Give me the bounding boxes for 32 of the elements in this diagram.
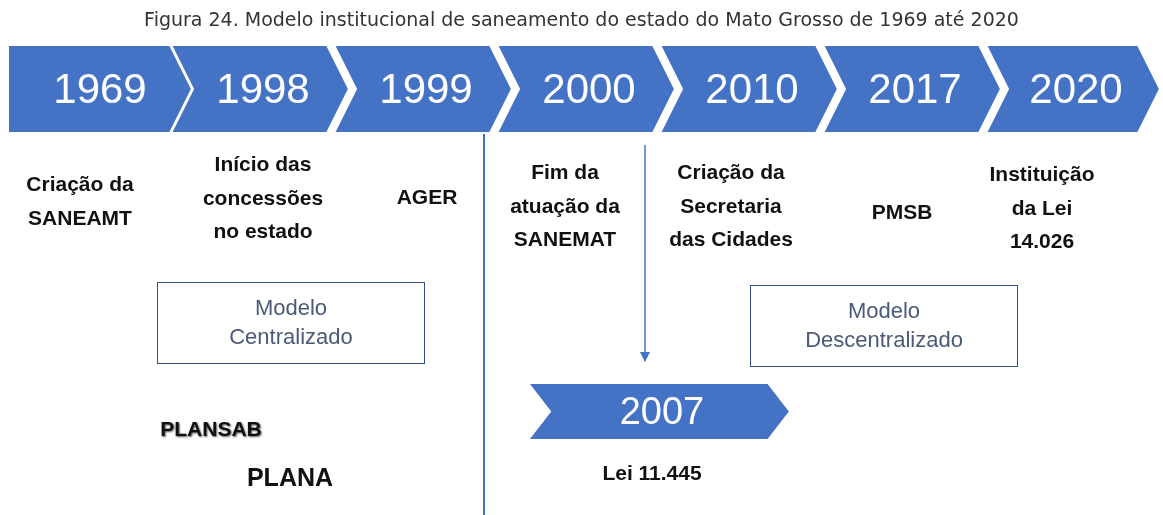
year-label: 2017 — [868, 65, 962, 113]
event-label: Instituição da Lei 14.026 — [988, 161, 1096, 255]
plan-label: Lei 11.445 — [602, 460, 702, 486]
timeline-step — [497, 45, 675, 133]
timeline-step — [660, 45, 838, 133]
timeline-step — [171, 45, 349, 133]
plan-label: PLANSAB — [160, 416, 262, 442]
model-label: Modelo Centralizado — [228, 294, 354, 351]
event-label: Início das concessões no estado — [201, 151, 325, 245]
year-label: 1969 — [53, 65, 147, 113]
model-label: Modelo Descentralizado — [804, 297, 964, 354]
event-label: AGER — [395, 184, 459, 210]
event-label: PMSB — [870, 199, 934, 225]
year-label: 2020 — [1029, 65, 1123, 113]
year-label: 2007 — [619, 390, 705, 433]
timeline-step — [823, 45, 1001, 133]
arrow — [639, 144, 651, 363]
year-label: 2000 — [542, 65, 636, 113]
event-label: Criação da SANEAMT — [25, 171, 135, 231]
timeline-step — [334, 45, 512, 133]
year-label: 1999 — [379, 65, 473, 113]
event-label: Criação da Secretaria das Cidades — [668, 159, 794, 253]
timeline-step — [8, 45, 192, 133]
figure-title: Figura 24. Modelo institucional de saneamento do estado do Mato Grosso de 1969 até 2020 — [143, 8, 1020, 30]
plan-label: PLANA — [246, 462, 334, 493]
timeline-step — [528, 383, 790, 440]
model-box — [750, 285, 1018, 367]
year-label: 2010 — [705, 65, 799, 113]
event-label: Fim da atuação da SANEMAT — [509, 159, 621, 253]
year-label: 1998 — [216, 65, 310, 113]
timeline-step — [986, 45, 1160, 133]
model-box — [157, 282, 425, 364]
